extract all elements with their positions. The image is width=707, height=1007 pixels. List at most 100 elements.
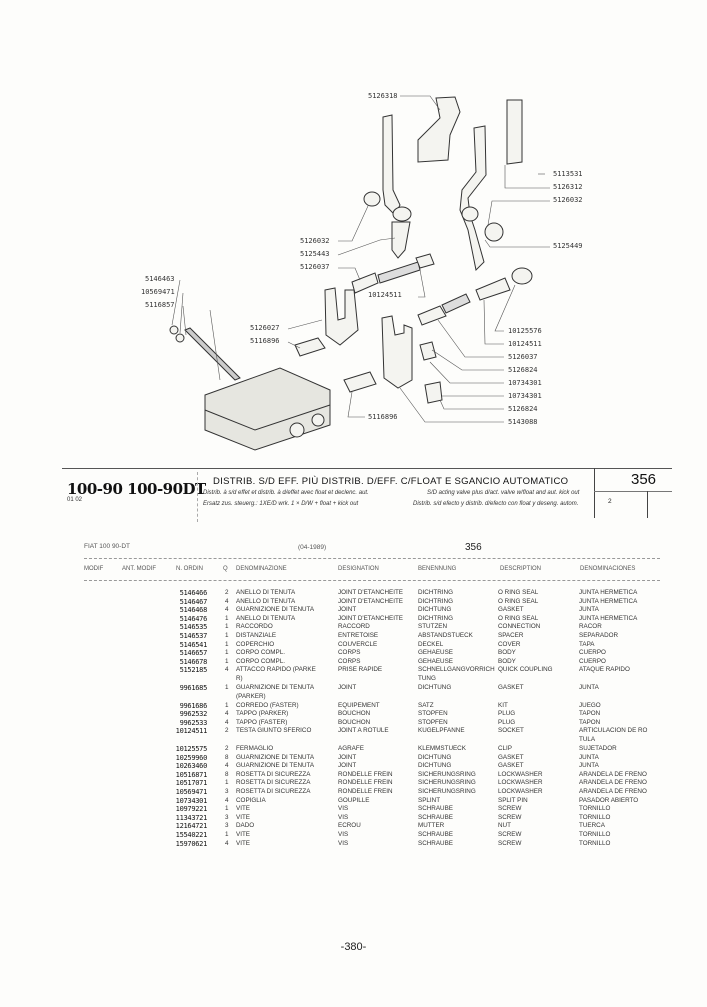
name-es: TORNILLO [579, 839, 611, 847]
name-it: DISTANZIALE [236, 632, 277, 639]
name-de: STOPFEN [418, 718, 448, 726]
name-fr: AGRAFE [338, 745, 364, 752]
page-number: -380- [340, 941, 367, 953]
name-it: CORPO COMPL. [236, 657, 285, 665]
name-es: JUNTA HERMETICA [579, 597, 638, 605]
name-en: SCREW [498, 839, 522, 847]
quantity: 1 [225, 632, 229, 639]
name-es: TORNILLO [579, 831, 611, 838]
part-number: 5152185 [179, 666, 208, 675]
part-number: 5146468 [179, 606, 208, 615]
quantity: 3 [225, 822, 229, 830]
name-es: JUEGO [579, 701, 601, 709]
sheet-number: 2 [608, 498, 612, 505]
callout-label: 5126032 [553, 196, 583, 204]
part-number: 15970621 [175, 839, 208, 848]
callout-label: 5126032 [300, 237, 330, 245]
divider [197, 472, 198, 522]
quantity: 2 [225, 745, 229, 752]
name-es: JUNTA [579, 684, 599, 691]
name-fr: CORPS [338, 657, 361, 665]
part-number: 9962532 [179, 710, 208, 719]
part-number: 11343721 [175, 813, 208, 822]
callout-label: 5126037 [300, 263, 330, 271]
name-fr: BOUCHON [338, 718, 371, 726]
part-number: 10734301 [175, 796, 208, 805]
part-number: 5146535 [179, 623, 208, 632]
quantity: 1 [225, 640, 229, 648]
subtitle-es: Distrib. s/d efecto y distrib. d/efecto … [413, 501, 579, 507]
name-fr: CORPS [338, 649, 361, 657]
name-en: COVER [498, 640, 521, 648]
callout-label: 10734301 [508, 379, 542, 387]
name-it: DADO [236, 822, 255, 830]
name-it: VITE [236, 813, 250, 821]
quantity: 1 [225, 779, 229, 787]
callout-label: 10125576 [508, 327, 542, 335]
part-number-callouts: 5126318 5113531 5126312 5126032 5126032 … [141, 92, 583, 426]
name-fr: JOINT A ROTULE [338, 727, 389, 735]
quantity: 4 [225, 710, 229, 718]
name-es: JUNTA [579, 762, 599, 770]
quantity: 1 [225, 614, 229, 622]
callout-label: 5116857 [145, 301, 175, 309]
callout-label: 5126037 [508, 353, 538, 361]
name-de: SICHERUNGSRING [418, 788, 476, 795]
part-number: 5146537 [179, 632, 208, 640]
name-de: SCHRAUBE [418, 813, 453, 821]
name-fr: COUVERCLE [338, 640, 378, 648]
col-q: Q [223, 566, 228, 572]
table-date: (04-1989) [298, 544, 327, 551]
callout-label: 5126824 [508, 366, 538, 374]
name-en: PLUG [498, 710, 516, 718]
callout-label: 5116896 [368, 413, 398, 421]
part-number: 5146541 [179, 640, 208, 649]
col-benennung: BENENNUNG [418, 566, 457, 572]
name-it: GUARNIZIONE DI TENUTA [236, 684, 315, 691]
page-box-border [647, 491, 648, 518]
name-it: TAPPO (FASTER) [236, 718, 288, 726]
name-de: SCHNELLGANGVORRICH [418, 666, 495, 674]
part-number: 9962533 [179, 718, 208, 727]
name-fr: JOINT [338, 684, 357, 691]
part-number: 10124511 [175, 727, 208, 736]
part-number: 10125575 [175, 745, 208, 753]
quantity: 4 [225, 718, 229, 726]
name-es: CUERPO [579, 657, 606, 665]
name-de: SPLINT [418, 796, 441, 804]
name-en: GASKET [498, 753, 524, 761]
name-de: KLEMMSTUECK [418, 745, 466, 752]
name-es: JUNTA [579, 606, 599, 614]
name-fr: JOINT [338, 753, 357, 761]
name-fr: JOINT D'ETANCHEITE [338, 589, 403, 596]
name-en: SCREW [498, 813, 522, 821]
name-de: STUTZEN [418, 623, 448, 631]
callout-label: 5146463 [145, 275, 175, 283]
leader-lines [171, 95, 550, 423]
part-number: 10517071 [175, 779, 208, 788]
col-denominazione: DENOMINAZIONE [236, 566, 287, 572]
name-de: DICHTRING [418, 597, 453, 605]
part-number: 15540221 [175, 831, 208, 839]
name-en: SOCKET [498, 727, 524, 735]
name-es: SEPARADOR [579, 632, 619, 639]
quantity: 1 [225, 657, 229, 665]
part-number: 5146466 [179, 589, 208, 597]
name-en: NUT [498, 822, 511, 830]
part-number: 10569471 [175, 788, 208, 796]
name-de: SCHRAUBE [418, 831, 453, 838]
name-it: ROSETTA DI SICUREZZA [236, 779, 311, 787]
callout-label: 10734301 [508, 392, 542, 400]
name-it: ROSETTA DI SICUREZZA [236, 770, 311, 778]
name-es: PASADOR ABIERTO [579, 796, 639, 804]
